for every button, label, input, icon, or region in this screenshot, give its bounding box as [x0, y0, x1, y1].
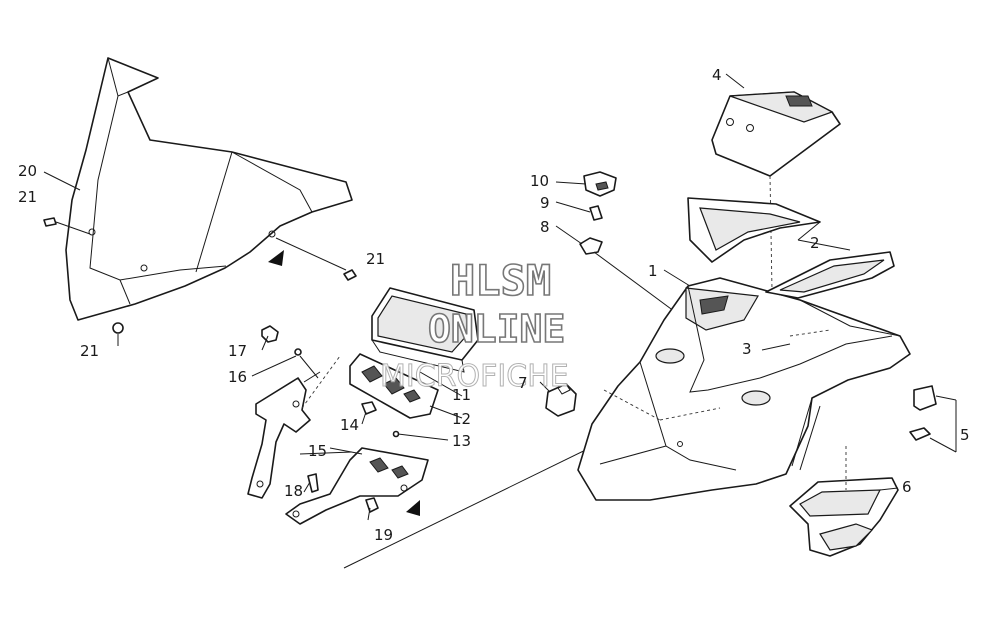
callout-13: 13	[452, 432, 471, 450]
callout-16: 16	[228, 368, 247, 386]
callout-9: 9	[540, 194, 550, 212]
callout-10: 10	[530, 172, 549, 190]
windshield	[65, 57, 353, 321]
callout-18: 18	[284, 482, 303, 500]
gauge-assembly	[349, 287, 479, 441]
callout-21: 21	[80, 342, 99, 360]
direction-arrow-icon	[406, 500, 420, 516]
callout-4: 4	[712, 66, 722, 84]
accessory-plug	[909, 385, 957, 453]
floor-panel	[789, 446, 899, 557]
callout-1: 1	[648, 262, 658, 280]
callout-21: 21	[18, 188, 37, 206]
callout-12: 12	[452, 410, 471, 428]
direction-arrow-icon	[268, 250, 284, 266]
callout-21: 21	[366, 250, 385, 268]
cover-box	[711, 91, 841, 291]
callout-5: 5	[960, 426, 970, 444]
callout-11: 11	[452, 386, 471, 404]
callout-19: 19	[374, 526, 393, 544]
callout-7: 7	[518, 374, 528, 392]
callout-17: 17	[228, 342, 247, 360]
watermark-line-1: HLSM	[450, 256, 551, 305]
callout-labels: 20 21 21 21 17 16 14 11 12 13 15 18 19 1…	[18, 66, 970, 544]
callout-8: 8	[540, 218, 550, 236]
watermark-line-3: MICROFICHE	[380, 359, 569, 394]
hood	[577, 277, 911, 501]
windshield-screws	[43, 217, 357, 334]
mount-brackets	[247, 325, 607, 569]
trim-panels	[687, 197, 895, 299]
callout-6: 6	[902, 478, 912, 496]
watermark-line-2: ONLINE	[428, 307, 565, 351]
callout-leaders	[43, 73, 899, 521]
ignition-parts	[545, 171, 687, 417]
watermark: HLSM ONLINE MICROFICHE	[380, 255, 570, 394]
callout-15: 15	[308, 442, 327, 460]
callout-2: 2	[810, 234, 820, 252]
callout-3: 3	[742, 340, 752, 358]
callout-14: 14	[340, 416, 359, 434]
callout-20: 20	[18, 162, 37, 180]
